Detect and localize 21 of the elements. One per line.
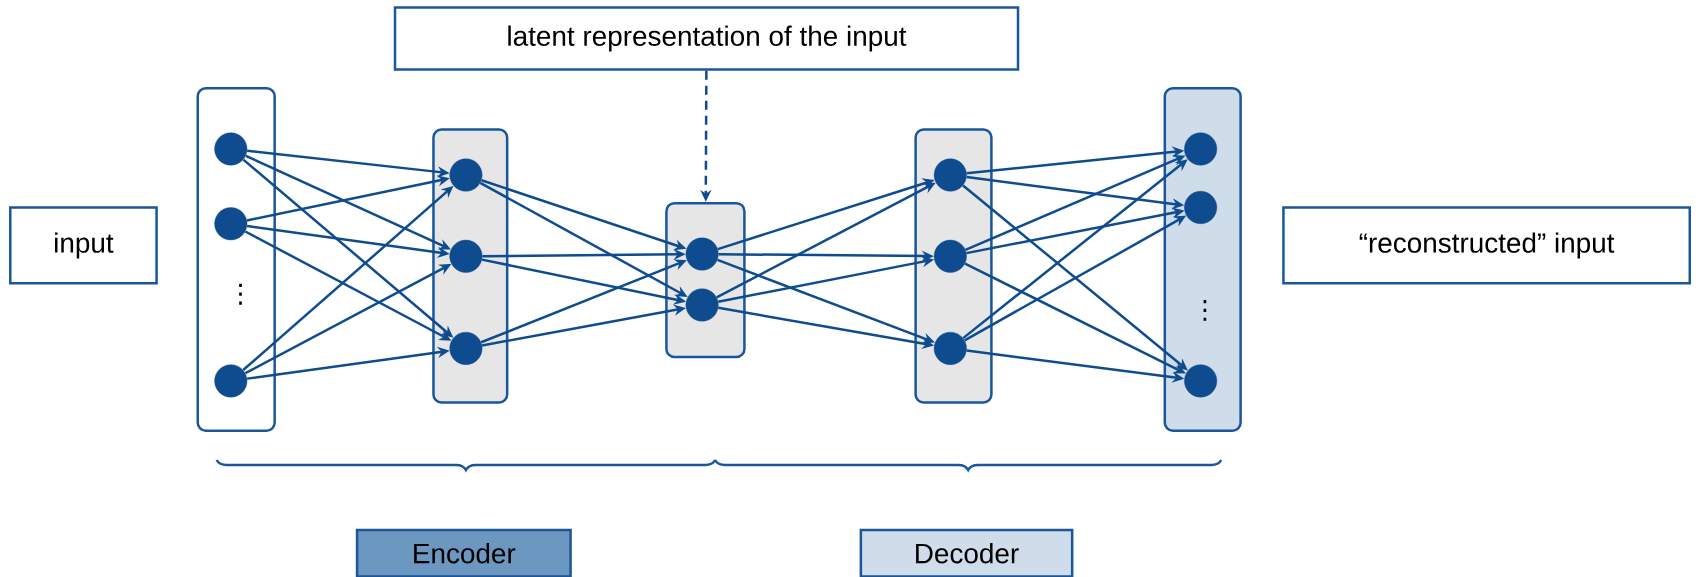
text-box: Decoder	[859, 528, 1074, 577]
neuron-circle	[685, 288, 719, 322]
neuron-circle	[1184, 364, 1218, 398]
text-box: Encoder	[355, 528, 572, 577]
ellipsis: ⋮	[239, 283, 242, 305]
neuron-circle	[449, 158, 483, 192]
neuron-circle	[685, 237, 719, 271]
text-box: latent representation of the input	[393, 6, 1020, 71]
neuron-circle	[933, 158, 967, 192]
neuron-circle	[449, 239, 483, 273]
text-box: input	[9, 206, 158, 285]
neuron-circle	[214, 132, 248, 166]
text-box: “reconstructed” input	[1282, 206, 1691, 285]
neuron-circle	[214, 364, 248, 398]
neuron-circle	[214, 207, 248, 241]
neuron-circle	[933, 331, 967, 365]
neuron-circle	[1184, 191, 1218, 224]
neuron-circle	[933, 239, 967, 273]
neuron-circle	[449, 331, 483, 365]
neuron-circle	[1184, 132, 1218, 166]
ellipsis: ⋮	[1203, 299, 1207, 321]
